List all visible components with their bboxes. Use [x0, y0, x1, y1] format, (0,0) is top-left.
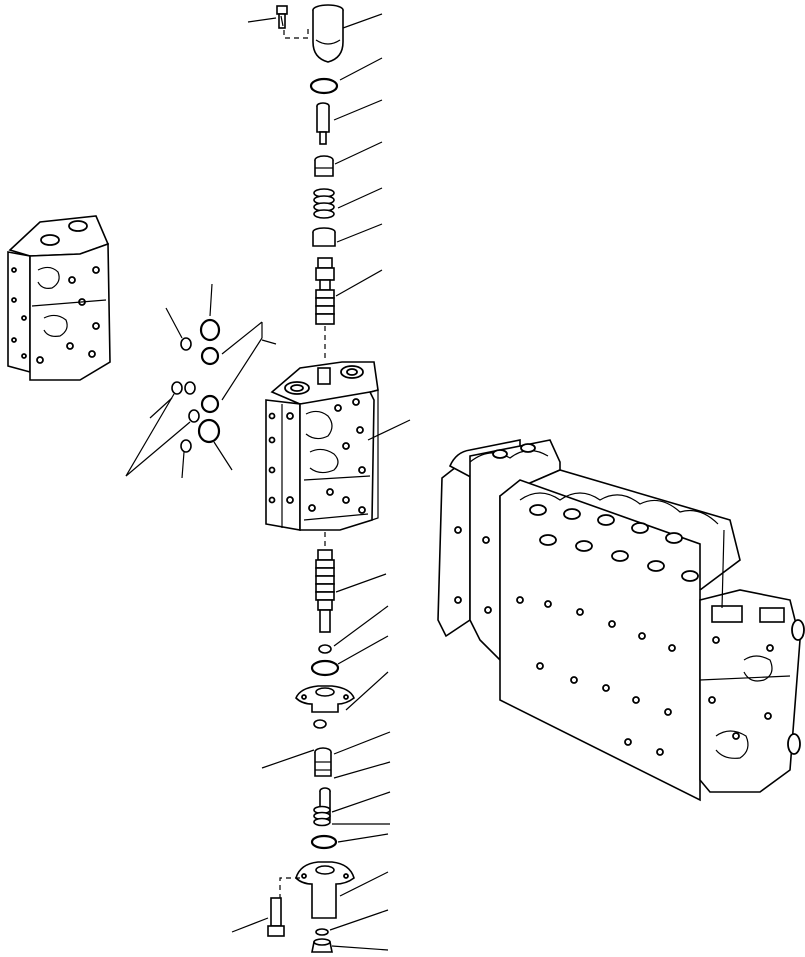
bolt-axis-lower [279, 877, 300, 898]
seal [313, 719, 327, 729]
cover-cap [295, 861, 355, 919]
spring [313, 188, 335, 219]
mounting-bolt-top [276, 5, 288, 29]
washer [315, 928, 329, 936]
cap [312, 4, 344, 63]
o-ring-2 [310, 659, 340, 677]
flange-cover [295, 685, 355, 713]
o-ring-1 [309, 77, 339, 95]
spool-lower [315, 549, 335, 633]
o-ring-leader-lines [125, 283, 277, 479]
plug-bottom [311, 938, 333, 953]
section-thumbnail [7, 215, 111, 381]
valve-assembly-overview [437, 439, 805, 802]
plug [314, 155, 334, 177]
bolt-axis-line [283, 26, 309, 39]
callout-lines-right [329, 13, 411, 951]
plug-lower [314, 747, 332, 777]
pin [316, 102, 330, 145]
retainer [312, 227, 336, 247]
callout-lines-left [231, 17, 315, 933]
ball [318, 644, 332, 654]
o-ring-3 [310, 834, 338, 850]
spring-lower [313, 805, 331, 827]
o-ring-set [171, 318, 221, 453]
valve-section-body [265, 361, 379, 531]
bolt-lower [267, 897, 285, 937]
spool-upper [315, 257, 335, 325]
